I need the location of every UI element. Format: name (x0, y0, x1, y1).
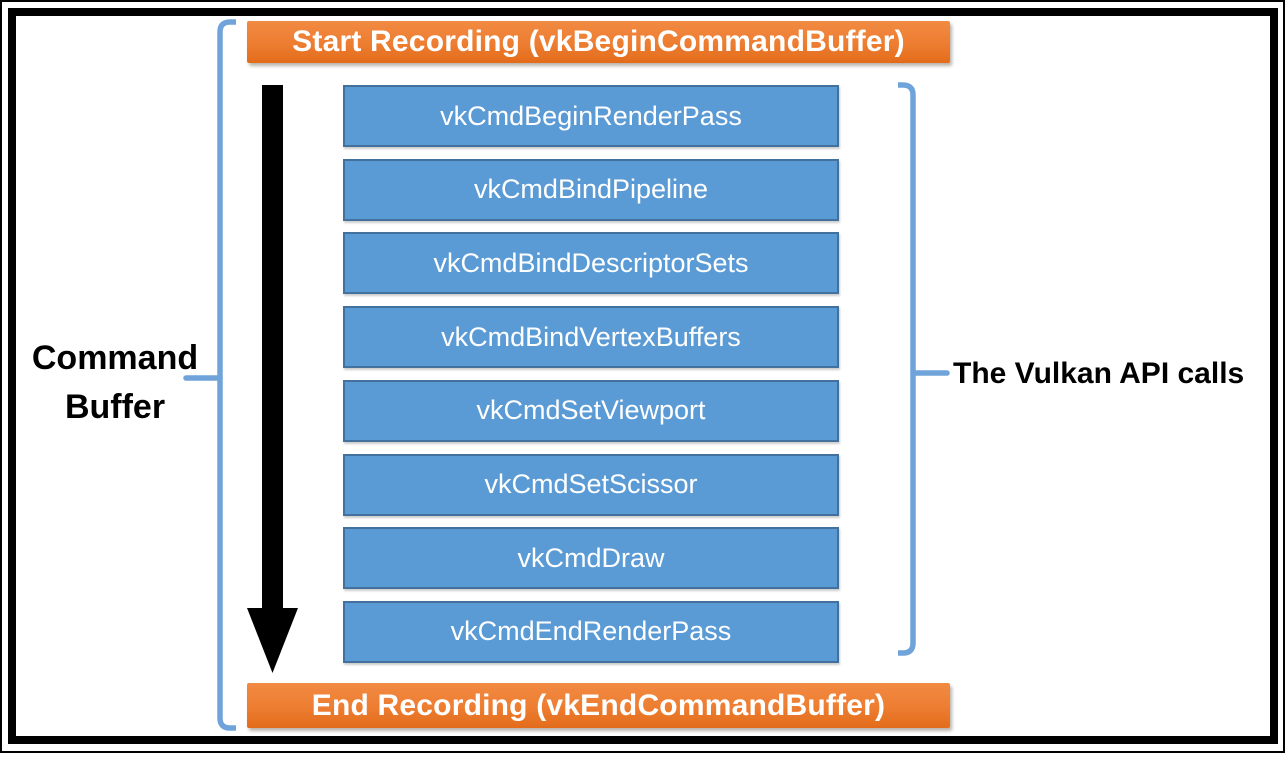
vulkan-api-calls-label: The Vulkan API calls (953, 357, 1245, 390)
command-box: vkCmdBeginRenderPass (343, 85, 839, 147)
command-box: vkCmdSetViewport (343, 379, 839, 442)
end-recording-bar: End Recording (vkEndCommandBuffer) (247, 683, 950, 728)
command-box: vkCmdBindVertexBuffers (343, 306, 839, 369)
command-box: vkCmdDraw (343, 527, 839, 590)
command-box: vkCmdEndRenderPass (343, 600, 839, 663)
end-recording-label: End Recording (vkEndCommandBuffer) (311, 688, 886, 722)
command-buffer-label: Command Buffer (18, 334, 212, 432)
command-box: vkCmdBindPipeline (343, 158, 839, 221)
start-recording-label: Start Recording (vkBeginCommandBuffer) (292, 25, 905, 58)
command-stack: vkCmdBeginRenderPass vkCmdBindPipeline vkC… (343, 85, 839, 663)
command-buffer-label-line1: Command (31, 339, 199, 377)
command-box: vkCmdBindDescriptorSets (343, 232, 839, 295)
start-recording-bar: Start Recording (vkBeginCommandBuffer) (247, 21, 950, 63)
left-brace (183, 19, 236, 731)
down-arrow-icon (247, 85, 298, 673)
right-brace (898, 82, 950, 656)
command-buffer-label-line2: Buffer (64, 388, 166, 426)
command-box: vkCmdSetScissor (343, 453, 839, 516)
